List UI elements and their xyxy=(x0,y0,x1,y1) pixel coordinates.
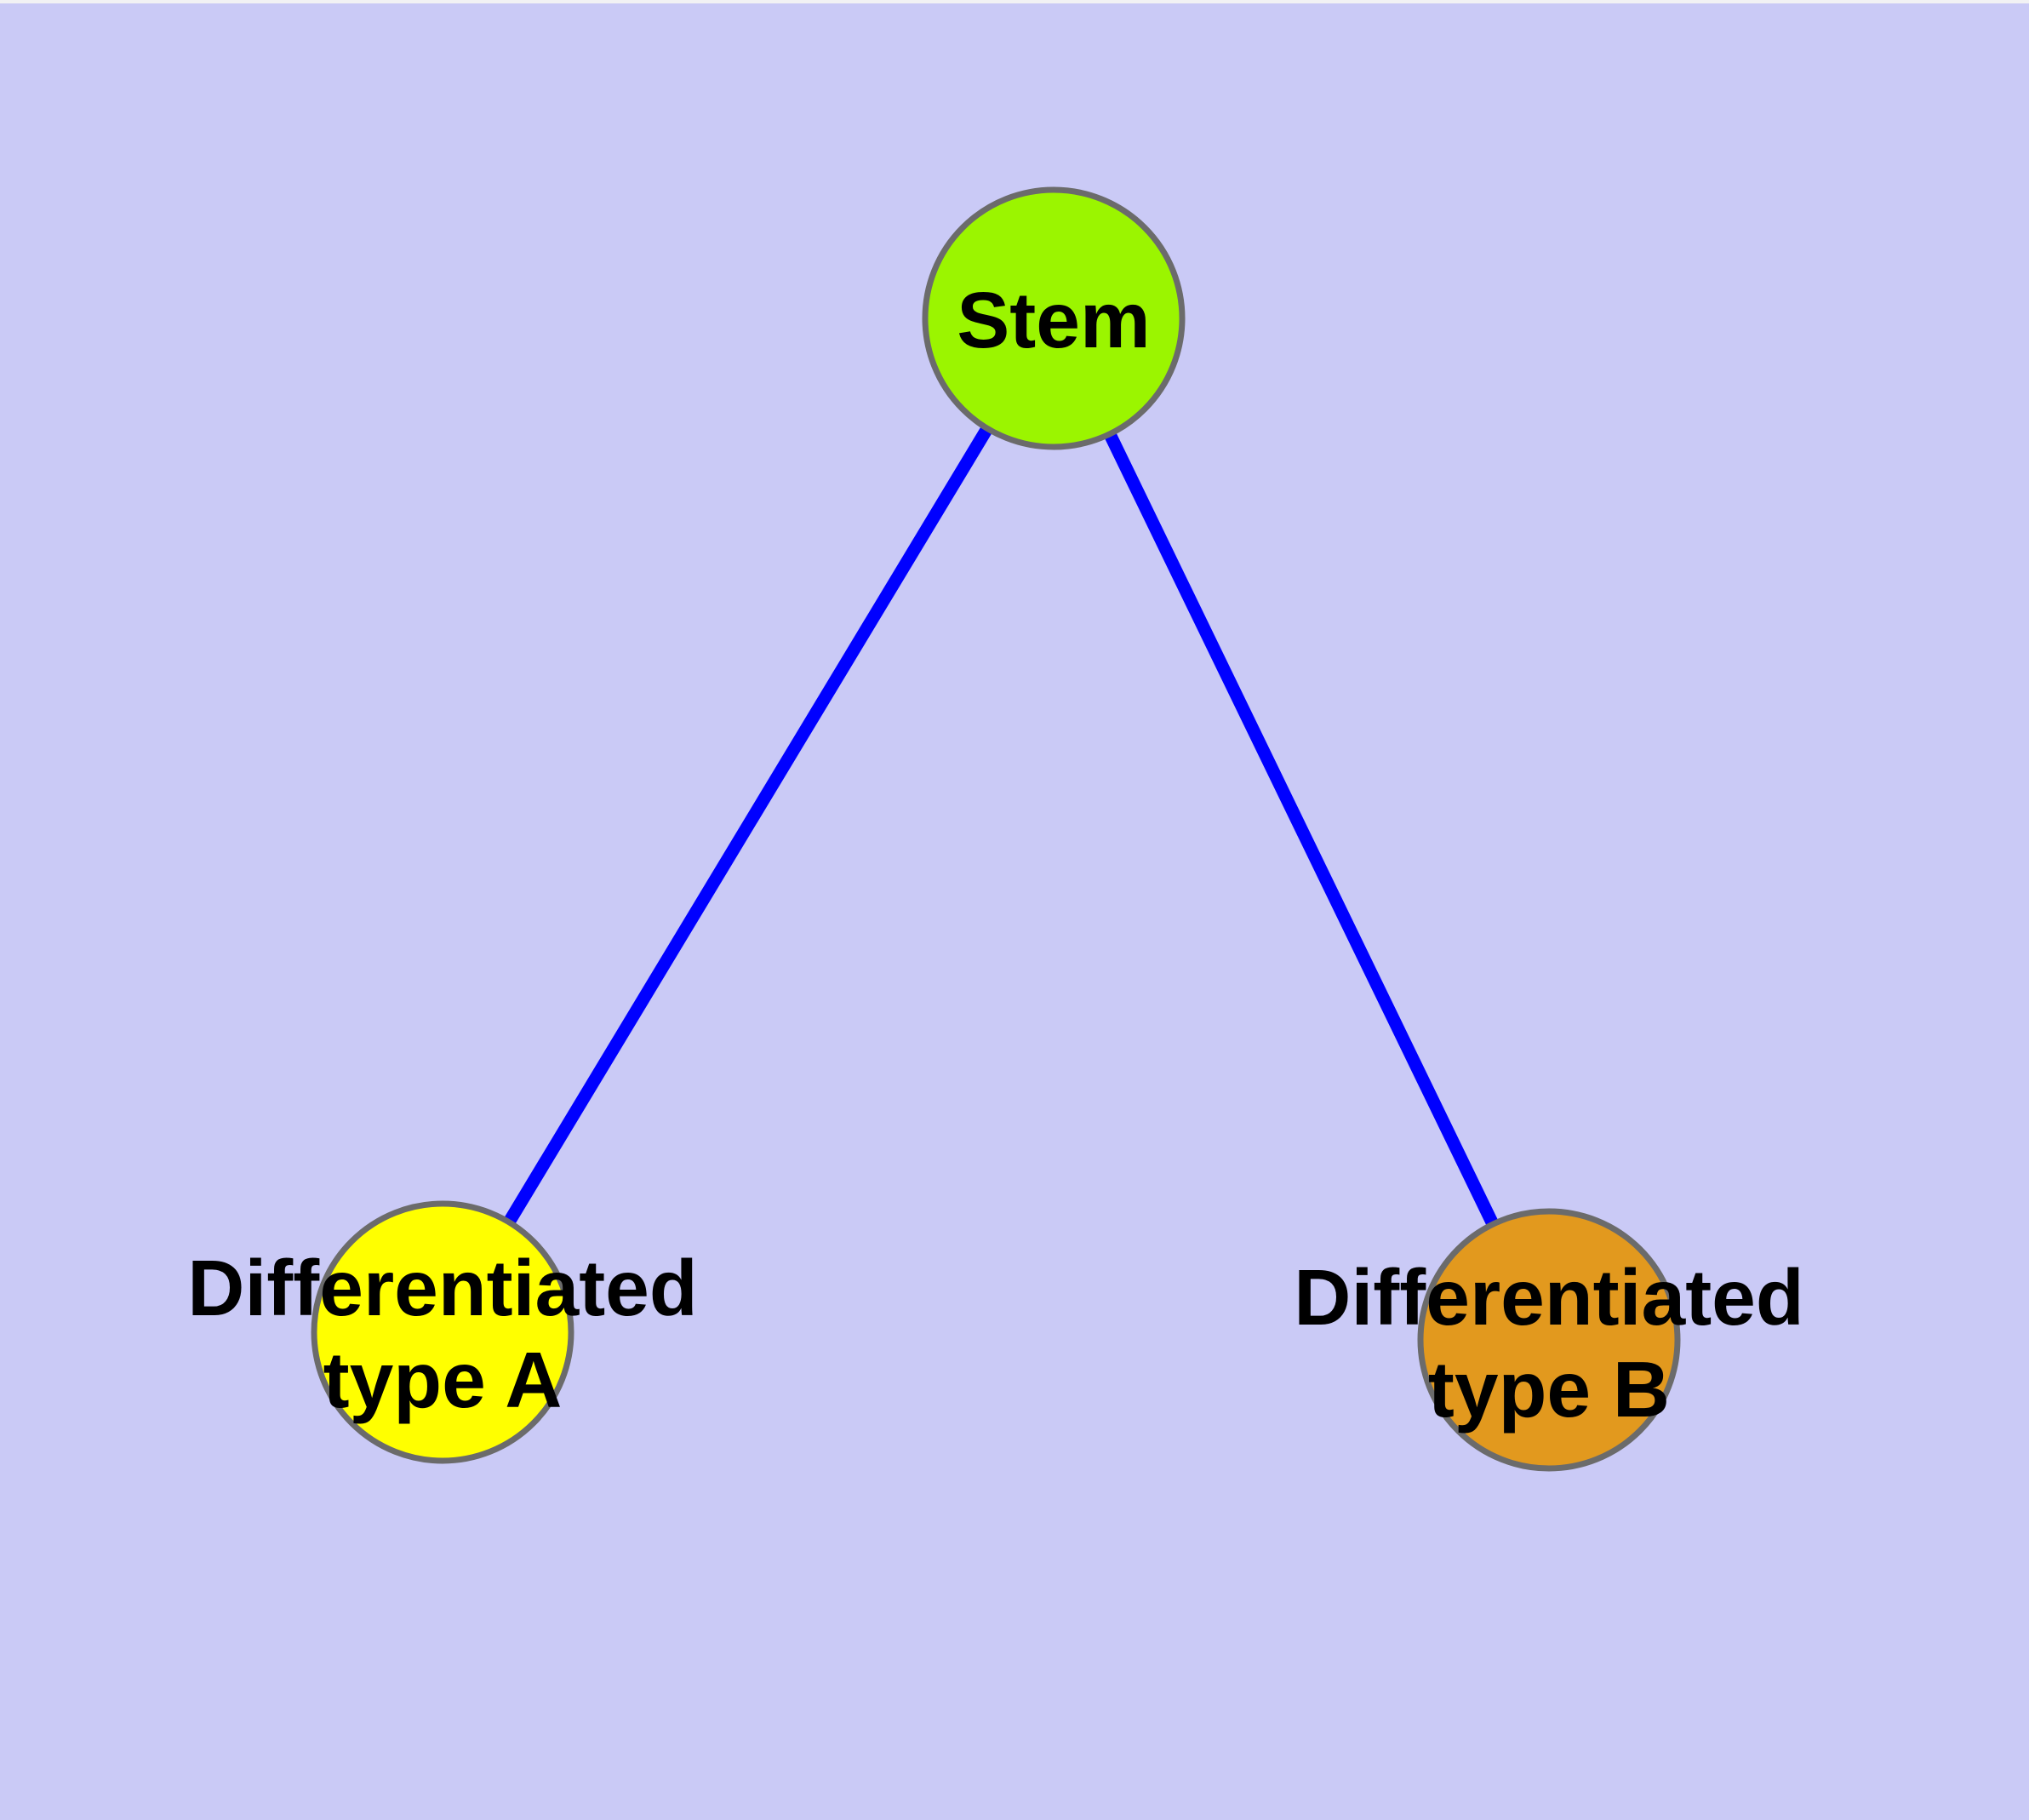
edge-stem-to-type-a xyxy=(437,315,1060,1336)
node-type-b-label-line-2: type B xyxy=(1428,1345,1670,1434)
node-stem xyxy=(922,186,1186,450)
node-differentiated-type-a xyxy=(311,1200,574,1464)
node-type-b-label-line-1: Differentiated xyxy=(1294,1253,1803,1342)
node-stem-label: Stem xyxy=(957,276,1150,364)
node-type-a-label-line-1: Differentiated xyxy=(187,1244,697,1332)
node-differentiated-type-b xyxy=(1417,1208,1681,1472)
node-type-a-label-line-2: type A xyxy=(323,1336,563,1424)
window-top-edge xyxy=(0,0,2029,3)
edge-stem-to-type-b xyxy=(1048,315,1555,1343)
